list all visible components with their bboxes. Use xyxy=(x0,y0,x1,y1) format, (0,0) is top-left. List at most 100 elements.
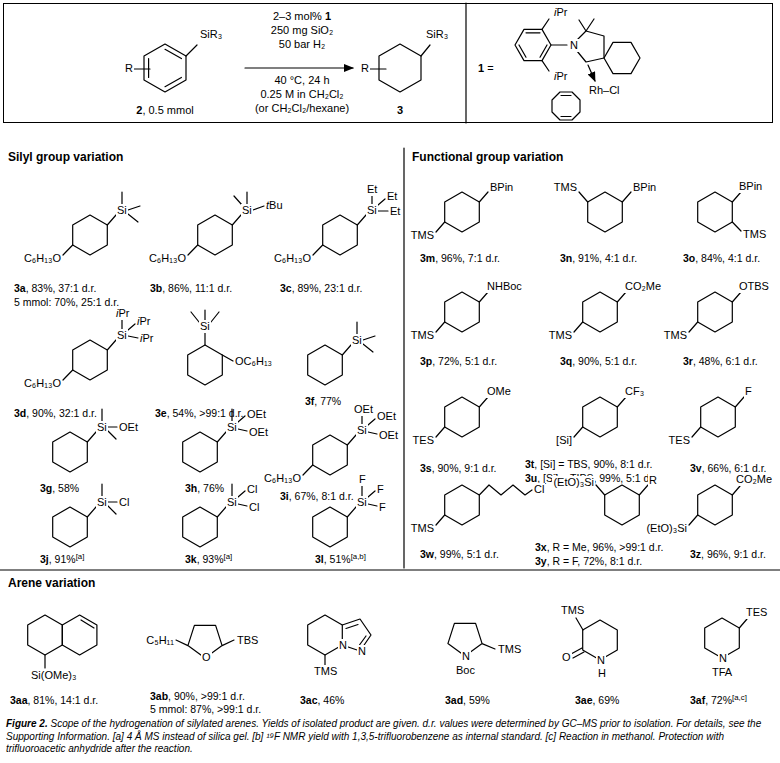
text-run: TMS xyxy=(743,228,766,240)
text-run: 40 °C, 24 h xyxy=(274,74,329,86)
atom-label: TBS xyxy=(236,634,259,647)
text-run: 3af xyxy=(690,694,705,706)
text-run: 5 mmol: 70%, 25:1 d.r. xyxy=(14,296,119,308)
compound-label: 3l, 51%[a,b] xyxy=(315,553,366,566)
atom-label: Boc xyxy=(455,664,476,677)
text-run: O xyxy=(562,651,571,663)
text-run: SiR₃ xyxy=(426,28,448,40)
compound-label: 3aa, 81%, 14:1 d.r. xyxy=(10,694,98,707)
atom-label: CO₂Me xyxy=(624,280,662,293)
atom-label: Et xyxy=(389,205,401,218)
atom-label: Et xyxy=(366,183,378,196)
text-run: N xyxy=(597,654,605,666)
text-run: F xyxy=(359,473,366,485)
text-run: , 69% xyxy=(593,694,620,706)
text-run: , R = F, 72%, 8:1 d.r. xyxy=(547,555,642,567)
text-run: 3n xyxy=(560,252,572,264)
atom-label: F xyxy=(378,501,387,514)
atom-label: Si xyxy=(351,334,363,347)
atom-label: N xyxy=(718,652,728,665)
text-run: (or CH₂Cl₂/hexane) xyxy=(255,102,349,114)
text-run: OEt xyxy=(247,408,266,420)
atom-label: OTBS xyxy=(738,280,770,293)
text-run: Cl xyxy=(249,501,259,513)
scheme-text: 1 = xyxy=(478,62,494,75)
text-run: [Si] xyxy=(556,434,572,446)
text-run: 3ab xyxy=(150,690,168,702)
atom-label: TMS xyxy=(548,329,573,342)
text-run: Si xyxy=(200,320,210,332)
compound-label: 5 mmol: 87%, >99:1 d.r. xyxy=(150,703,261,716)
text-run: CO₂Me xyxy=(736,473,772,485)
text-run: Rh–Cl xyxy=(589,84,620,96)
text-run: [a] xyxy=(76,552,85,561)
text-run: , 51% xyxy=(324,553,351,565)
text-run: 3ac xyxy=(300,694,318,706)
text-run: , 90%, >99:1 d.r. xyxy=(168,690,245,702)
scheme-text: SiR₃ xyxy=(425,28,449,41)
text-run: OMe xyxy=(487,385,511,397)
text-run: i xyxy=(116,307,118,319)
compound-label: 3ad, 59% xyxy=(445,694,490,707)
atom-label: TMS xyxy=(410,522,435,535)
scheme-box: RSiR₃2, 0.5 mmol2–3 mol% 1250 mg SiO₂50 … xyxy=(3,3,773,123)
text-run: 3r xyxy=(683,355,693,367)
compound-label: 3f, 77% xyxy=(305,395,341,408)
compound-label: 3q, 90%, 5:1 d.r. xyxy=(560,355,637,368)
text-run: OEt xyxy=(119,421,138,433)
text-run: Si xyxy=(117,204,127,216)
atom-label: Si(OMe)₃ xyxy=(30,669,77,682)
text-run: = xyxy=(484,62,493,74)
text-run: Pr xyxy=(139,315,150,327)
text-run: (EtO)₃Si xyxy=(553,476,594,488)
compound-label: 3i, 67%, 8:1 d.r. xyxy=(280,490,354,503)
text-run: Si xyxy=(357,424,367,436)
text-run: 3d xyxy=(14,407,26,419)
text-run: Silyl group variation xyxy=(8,150,123,164)
text-run: , 67%, 8:1 d.r. xyxy=(289,490,354,502)
text-run: N xyxy=(719,652,727,664)
compound-label: 3z, 96%, 9:1 d.r. xyxy=(690,548,766,561)
text-run: C₆H₁₃O xyxy=(24,252,61,264)
text-run: Si xyxy=(367,204,377,216)
atom-label: NHBoc xyxy=(486,280,523,293)
text-run: OC₆H₁₃ xyxy=(235,355,272,367)
atom-label: N xyxy=(461,650,471,663)
text-run: 3y xyxy=(535,555,547,567)
compound-label: 3ab, 90%, >99:1 d.r. xyxy=(150,690,245,703)
text-run: C₆H₁₃O xyxy=(264,472,301,484)
text-run: , 72% xyxy=(705,694,732,706)
atom-label: OEt xyxy=(376,410,397,423)
atom-label: TMS xyxy=(410,329,435,342)
text-run: , 91%, 4:1 d.r. xyxy=(572,252,637,264)
text-run: SiR₃ xyxy=(200,28,222,40)
atom-label: TMS xyxy=(410,229,435,242)
text-run: , 84%, 4:1 d.r. xyxy=(695,252,760,264)
text-run: , 83%, 37:1 d.r. xyxy=(26,282,97,294)
text-run: OEt xyxy=(377,410,396,422)
text-run: 3j xyxy=(40,553,49,565)
text-run: Si xyxy=(227,496,237,508)
text-run: 50 bar H₂ xyxy=(279,38,325,50)
text-run: Et xyxy=(387,190,397,202)
atom-label: BPin xyxy=(489,181,514,194)
text-run: F xyxy=(745,385,752,397)
compound-label: 3x, R = Me, 96%, >99:1 d.r. xyxy=(535,541,663,554)
compound-label: 3b, 86%, 11:1 d.r. xyxy=(150,282,232,295)
text-run: 3o xyxy=(683,252,695,264)
text-run: 0.25 M in CH₂Cl₂ xyxy=(260,88,343,100)
compound-label: 3k, 93%[a] xyxy=(185,553,232,566)
text-run: , R = Me, 96%, >99:1 d.r. xyxy=(547,541,664,553)
compound-label: 3c, 89%, 23:1 d.r. xyxy=(280,282,362,295)
text-run: [a,b] xyxy=(351,552,366,561)
text-run: 3z xyxy=(690,548,701,560)
text-run: i xyxy=(137,315,139,327)
atom-label: Si xyxy=(226,421,238,434)
text-run: N xyxy=(570,39,578,51)
atom-label: Si xyxy=(356,424,368,437)
atom-label: [Si] xyxy=(555,434,573,447)
text-run: TBS xyxy=(237,634,258,646)
compound-label: 3ac, 46% xyxy=(300,694,344,707)
scheme-text: 250 mg SiO₂ xyxy=(271,24,333,37)
atom-label: Si xyxy=(116,204,128,217)
